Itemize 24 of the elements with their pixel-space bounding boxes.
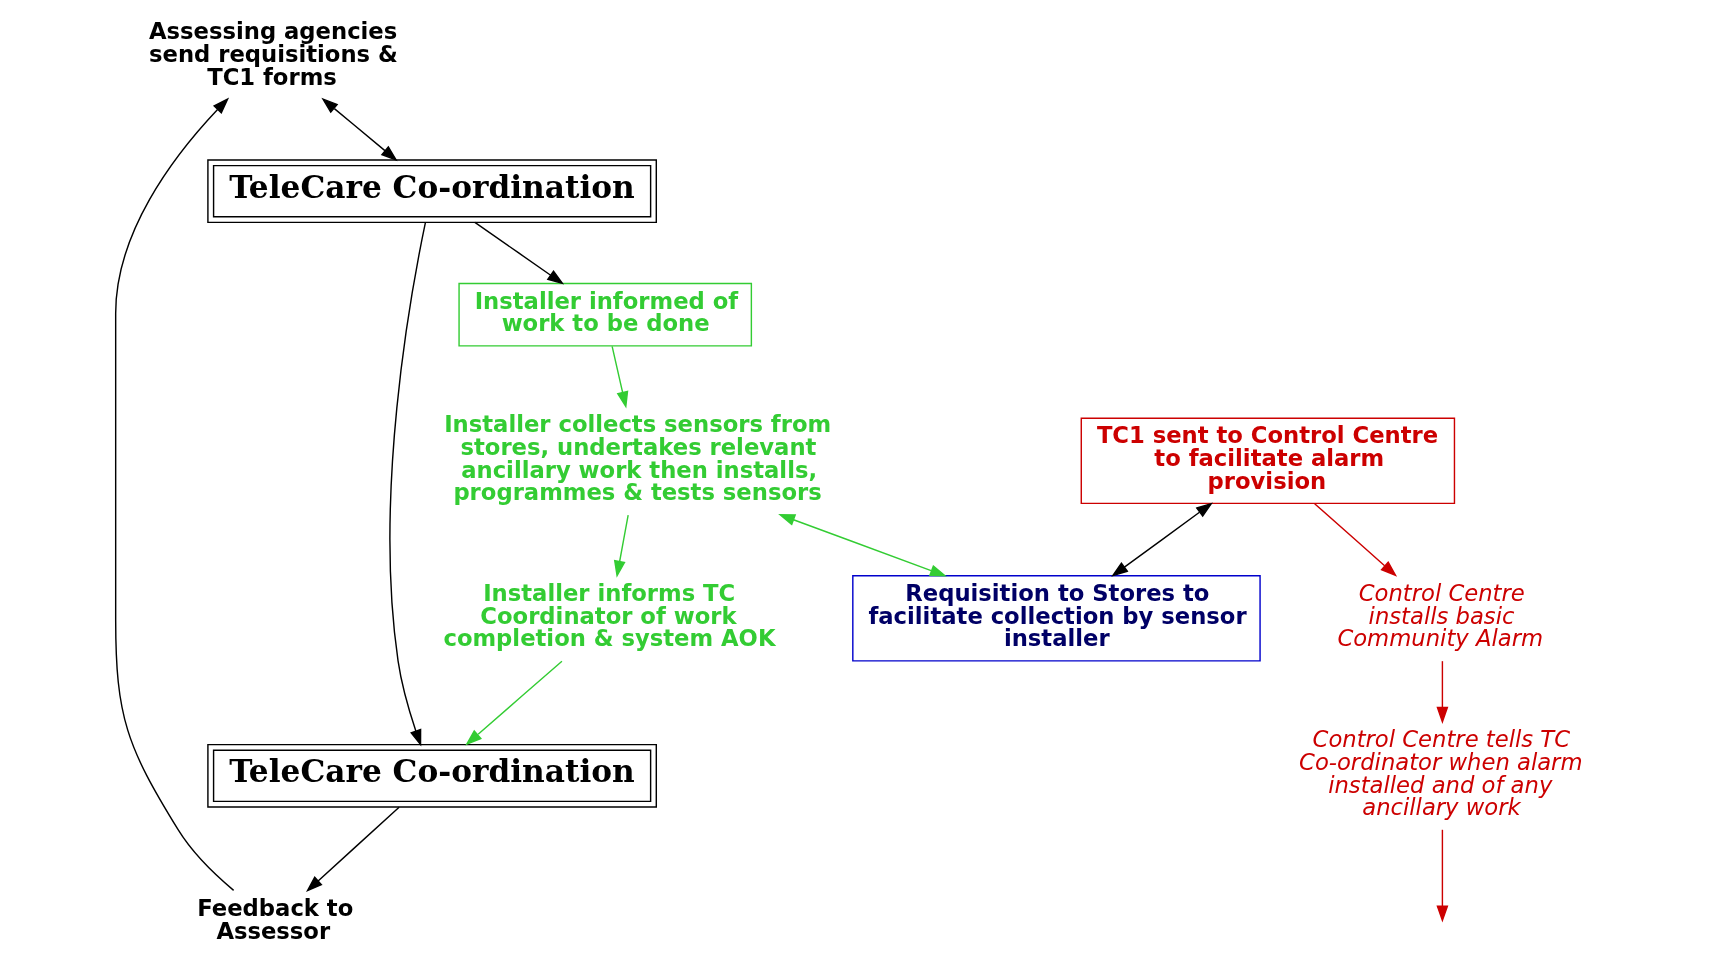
- arrow: [613, 514, 629, 578]
- node-text: Control Centre tells TC Co-ordinator when alarm installed and of any ancillary work: [1299, 726, 1583, 821]
- node-text: Assessing agencies send requisitions & TC1 forms: [149, 18, 398, 90]
- arrow: [1436, 829, 1449, 923]
- arrow: [1313, 502, 1398, 577]
- arrow: [1111, 502, 1213, 577]
- node-box: TeleCare Co-ordination: [207, 743, 657, 808]
- arrow: [1436, 660, 1449, 724]
- arrow: [474, 221, 565, 285]
- node-text: Installer collects sensors from stores, undertakes relevant ancillary work then installs, programmes & tests sensors: [444, 411, 832, 506]
- node-text: Feedback to Assessor: [197, 895, 354, 944]
- node-box: TeleCare Co-ordination: [207, 159, 657, 224]
- arrow: [321, 97, 398, 162]
- node-box: Installer informed of work to be done: [458, 282, 753, 347]
- node-text: Control Centre installs basic Community Alarm: [1337, 579, 1544, 652]
- arrow: [778, 514, 947, 577]
- arrow: [465, 660, 563, 746]
- arrow: [114, 97, 235, 892]
- arrow: [306, 806, 400, 892]
- arrow: [389, 222, 427, 747]
- arrow: [611, 345, 629, 409]
- node-text: Installer informs TC Coordinator of work completion & system AOK: [443, 579, 776, 652]
- node-box: TC1 sent to Control Centre to facilitate alarm provision: [1080, 417, 1456, 505]
- node-box: Requisition to Stores to facilitate collection by sensor installer: [852, 575, 1261, 662]
